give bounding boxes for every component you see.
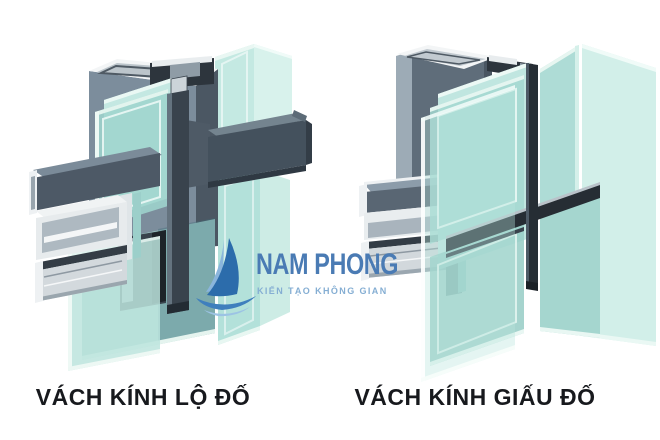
hidden-mullion-illustration: [359, 44, 656, 382]
logo-tagline: KIẾN TẠO KHÔNG GIAN: [257, 286, 388, 296]
caption-hidden-mullion: VÁCH KÍNH GIẤU ĐỐ: [354, 384, 596, 410]
nam-phong-logo: NAM PHONG KIẾN TẠO KHÔNG GIAN: [194, 236, 398, 318]
exposed-mullion-illustration: [29, 44, 312, 371]
sailboat-waves-icon: [196, 238, 256, 317]
caption-exposed-mullion: VÁCH KÍNH LỘ ĐỐ: [35, 384, 251, 410]
logo-title: NAM PHONG: [256, 248, 399, 281]
